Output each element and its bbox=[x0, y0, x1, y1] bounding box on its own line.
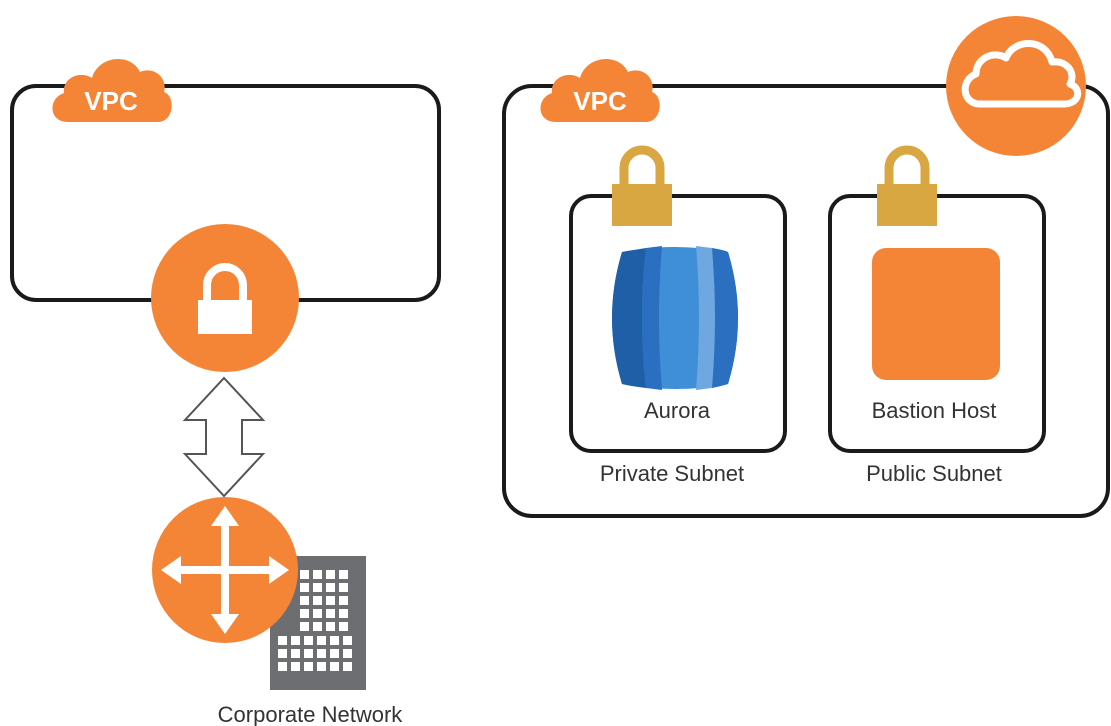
private-subnet: Aurora Private Subnet bbox=[569, 145, 787, 486]
corporate-network-label: Corporate Network bbox=[218, 702, 404, 726]
aws-cloud bbox=[946, 16, 1086, 156]
right-vpc-boundary bbox=[502, 84, 1110, 518]
private-subnet-boundary bbox=[569, 194, 787, 453]
aurora-label: Aurora bbox=[644, 398, 711, 423]
private-subnet-label: Private Subnet bbox=[600, 461, 744, 486]
cloud-badge-icon bbox=[540, 59, 660, 122]
aws-cloud-circle bbox=[946, 16, 1086, 156]
aurora-database-icon bbox=[612, 246, 738, 390]
right-vpc-badge-label: VPC bbox=[573, 86, 627, 116]
padlock-icon bbox=[612, 145, 672, 226]
ec2-instance-icon bbox=[872, 248, 1000, 380]
lock-icon bbox=[198, 263, 252, 334]
router bbox=[152, 497, 298, 643]
aws-cloud-icon bbox=[961, 40, 1082, 108]
bastion-host-label: Bastion Host bbox=[872, 398, 997, 423]
padlock-icon bbox=[877, 145, 937, 226]
right-vpc-badge: VPC bbox=[540, 59, 660, 122]
right-vpc: VPC Aurora Private Subnet bbox=[502, 16, 1110, 518]
double-arrow-icon bbox=[182, 376, 266, 498]
vpn-gateway-circle bbox=[151, 224, 299, 372]
building-windows bbox=[278, 570, 352, 671]
cloud-badge-icon bbox=[52, 59, 172, 122]
router-arrows-icon bbox=[161, 506, 289, 634]
left-vpc-badge-label: VPC bbox=[84, 86, 138, 116]
public-subnet: Bastion Host Public Subnet bbox=[828, 145, 1046, 486]
left-vpc-badge: VPC bbox=[52, 59, 172, 122]
vpn-gateway bbox=[151, 224, 299, 372]
public-subnet-label: Public Subnet bbox=[866, 461, 1002, 486]
